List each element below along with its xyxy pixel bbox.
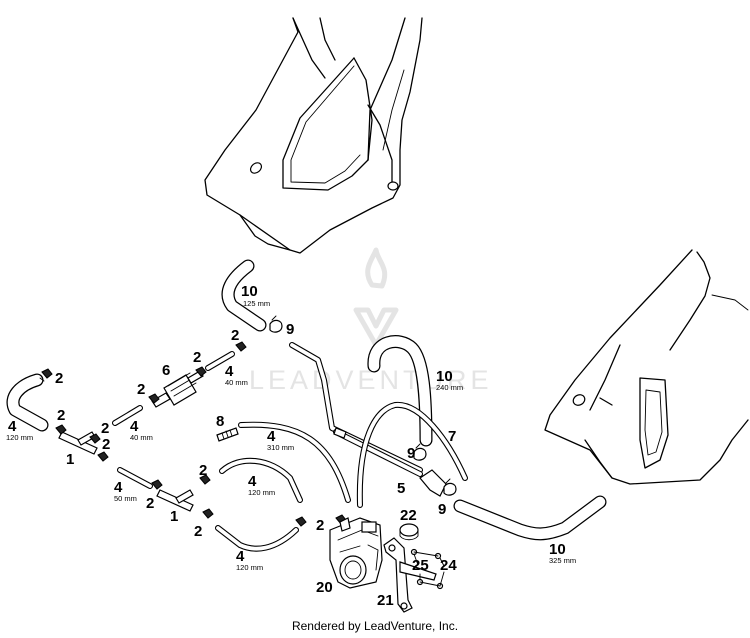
clamp-icon [295, 516, 307, 527]
length-label: 40 mm [225, 378, 248, 387]
callout-4: 4 [114, 479, 123, 496]
fuel-hose-240mm [367, 335, 433, 447]
leader-lines [413, 553, 445, 587]
watermark-text: LEADVENTURE [249, 365, 493, 395]
callout-9: 9 [286, 321, 294, 338]
callout-4: 4 [267, 428, 276, 445]
fuel-tank-right [544, 249, 749, 485]
fuel-hose-325mm [453, 495, 607, 541]
callout-numbers: 10 9 2 2 6 4 2 2 10 2 4 8 4 7 4 2 2 9 1 … [8, 283, 566, 609]
callout-2: 2 [194, 523, 202, 540]
length-label: 120 mm [6, 433, 33, 442]
callout-2: 2 [137, 381, 145, 398]
callout-2: 2 [193, 349, 201, 366]
callout-6: 6 [162, 362, 170, 379]
tee-connector-lower [156, 489, 194, 512]
callout-5: 5 [397, 480, 405, 497]
callout-7: 7 [448, 428, 456, 445]
length-labels: 125 mm 240 mm 40 mm 120 mm 40 mm 310 mm … [6, 299, 576, 572]
fuel-hose-125mm [221, 259, 267, 332]
fuel-line-40mm-b [112, 405, 143, 426]
fuel-filter [151, 370, 204, 408]
callout-10: 10 [549, 541, 566, 558]
clamp-icon [235, 341, 247, 352]
callout-10: 10 [436, 368, 453, 385]
clamp-icon [39, 368, 53, 382]
callout-9: 9 [438, 501, 446, 518]
leadventure-watermark-logo [353, 247, 399, 348]
fuel-line-mid-120mm [219, 457, 303, 503]
callout-2: 2 [199, 462, 207, 479]
footer-credit: Rendered by LeadVenture, Inc. [292, 619, 458, 633]
length-label: 310 mm [267, 443, 294, 452]
length-label: 125 mm [243, 299, 270, 308]
callout-2: 2 [316, 517, 324, 534]
callout-9: 9 [407, 445, 415, 462]
callout-22: 22 [400, 507, 417, 524]
fuel-line-left-120mm [6, 373, 49, 432]
length-label: 40 mm [130, 433, 153, 442]
clamp-icon [195, 366, 207, 377]
callout-4: 4 [225, 363, 234, 380]
length-label: 120 mm [236, 563, 263, 572]
callout-2: 2 [55, 370, 63, 387]
carburetor [329, 517, 383, 589]
callout-4: 4 [8, 418, 17, 435]
mounting-bracket [383, 537, 437, 613]
callout-4: 4 [130, 418, 139, 435]
tee-connector-upper [58, 431, 98, 455]
fuel-line-bottom-120mm [215, 525, 299, 552]
clamp-icon [151, 479, 163, 490]
callout-2: 2 [102, 436, 110, 453]
hose-clamps [39, 315, 457, 527]
spring-clamp-icon [443, 478, 457, 496]
fuel-line-40mm-a [205, 351, 235, 371]
callout-2: 2 [231, 327, 239, 344]
callout-2: 2 [146, 495, 154, 512]
callout-24: 24 [440, 557, 457, 574]
clamp-icon [89, 433, 101, 444]
fitting-8 [216, 427, 239, 442]
callout-4: 4 [248, 473, 257, 490]
clamp-icon [202, 508, 214, 519]
fuel-line-310mm [238, 421, 351, 503]
length-label: 120 mm [248, 488, 275, 497]
fuel-line-7 [356, 401, 468, 508]
clamp-icon [97, 451, 109, 462]
cap-22 [399, 523, 419, 541]
callout-1: 1 [170, 508, 178, 525]
clamp-icon [199, 474, 211, 485]
callout-4: 4 [236, 548, 245, 565]
fuel-line-long [289, 342, 423, 477]
clamp-icon [55, 424, 67, 435]
callout-10: 10 [241, 283, 258, 300]
fuel-line-50mm [117, 467, 153, 489]
callout-2: 2 [101, 420, 109, 437]
spring-clamp-icon [269, 315, 283, 333]
callout-8: 8 [216, 413, 224, 430]
fuel-tank-top [204, 17, 423, 254]
callout-1: 1 [66, 451, 74, 468]
spring-clamp-icon [413, 443, 427, 461]
length-label: 240 mm [436, 383, 463, 392]
clamp-icon [148, 393, 160, 404]
callout-2: 2 [57, 407, 65, 424]
callout-21: 21 [377, 592, 394, 609]
callout-20: 20 [316, 579, 333, 596]
length-label: 325 mm [549, 556, 576, 565]
length-label: 50 mm [114, 494, 137, 503]
fitting-5 [333, 427, 447, 497]
callout-25: 25 [412, 557, 429, 574]
